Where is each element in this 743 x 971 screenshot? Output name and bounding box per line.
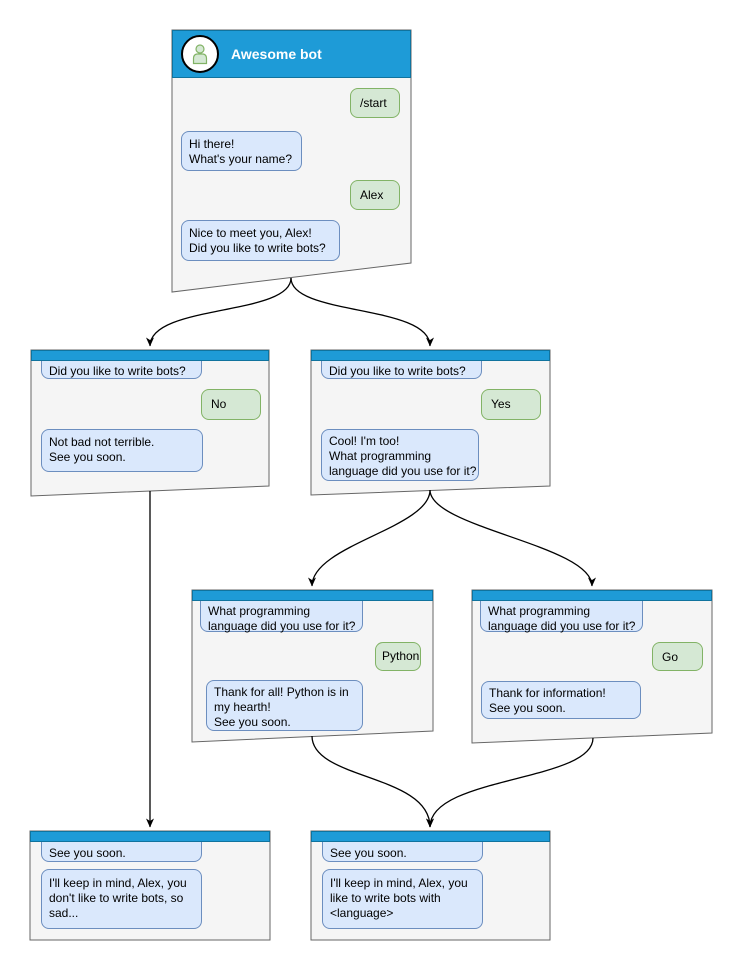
- connector-python-to-final: [311, 735, 434, 828]
- bot-avatar: [181, 35, 219, 73]
- main-window-title: Awesome bot: [231, 46, 322, 62]
- bot-message-bubble: Thank for all! Python is in my hearth! S…: [206, 680, 363, 731]
- bot-message-bubble: Thank for information! See you soon.: [481, 681, 641, 719]
- connector-main-to-no: [146, 277, 292, 347]
- bot-message-bubble: Not bad not terrible. See you soon.: [41, 429, 203, 472]
- user-message-bubble: Go: [652, 642, 703, 671]
- bot-message-bubble: I'll keep in mind, Alex, you like to wri…: [322, 869, 483, 929]
- branch-no-titlebar: [31, 350, 269, 361]
- branch-python-titlebar: [192, 590, 433, 601]
- connector-main-to-yes: [290, 277, 434, 347]
- final-no-titlebar: [30, 831, 270, 842]
- bot-message-bubble: What programming language did you use fo…: [200, 596, 363, 633]
- bot-message-bubble: Nice to meet you, Alex! Did you like to …: [181, 220, 340, 261]
- user-message-bubble: No: [201, 389, 261, 420]
- bot-message-bubble: I'll keep in mind, Alex, you don't like …: [41, 869, 202, 929]
- user-message-bubble: Alex: [350, 180, 400, 210]
- user-message-bubble: Yes: [481, 389, 541, 420]
- person-icon: [192, 44, 208, 65]
- bot-message-bubble: Hi there! What's your name?: [181, 131, 302, 171]
- branch-yes-titlebar: [311, 350, 550, 361]
- branch-go-titlebar: [472, 590, 712, 601]
- user-message-bubble: Python: [375, 642, 421, 671]
- main-window-titlebar: Awesome bot: [172, 30, 411, 78]
- connector-go-to-final: [426, 737, 594, 828]
- final-language-titlebar: [311, 831, 550, 842]
- bot-message-bubble: Cool! I'm too! What programming language…: [321, 429, 479, 481]
- connector-yes-to-go: [429, 489, 596, 587]
- connector-yes-to-python: [308, 489, 431, 587]
- bot-message-bubble: What programming language did you use fo…: [480, 596, 643, 633]
- user-message-bubble: /start: [350, 88, 400, 118]
